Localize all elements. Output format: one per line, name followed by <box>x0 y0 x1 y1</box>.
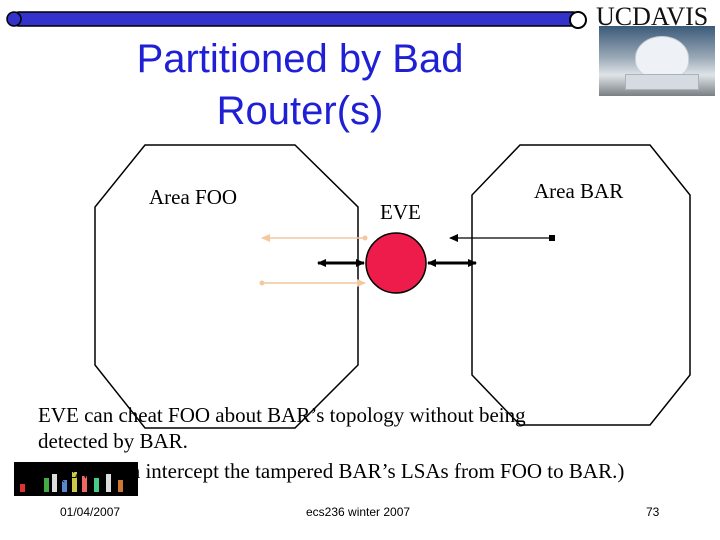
footer-date: 01/04/2007 <box>60 505 121 519</box>
sculpture-base <box>625 74 699 90</box>
area-bar-octagon <box>471 144 691 426</box>
eve-label: EVE <box>380 200 421 224</box>
eve-node <box>365 232 427 294</box>
campus-sculpture-photo <box>599 26 715 96</box>
scroll-right-curl <box>569 11 587 29</box>
area-foo-label: Area FOO <box>149 185 238 209</box>
footer-course: ecs236 winter 2007 <box>306 505 411 519</box>
body-text-line-1: EVE can cheat FOO about BAR’s topology w… <box>38 403 526 427</box>
scroll-left-curl <box>6 11 22 27</box>
tampered-arrow-1-origin <box>362 235 368 241</box>
tampered-arrow-2-origin <box>259 280 265 286</box>
header-scroll-decoration <box>6 11 587 29</box>
footer-page-number: 73 <box>646 505 660 519</box>
crowd-thumbnail-image <box>14 462 138 496</box>
slide-title-line-2: Router(s) <box>216 89 384 133</box>
bar-lsa-origin <box>549 235 555 241</box>
area-foo-octagon <box>94 144 359 429</box>
body-text-line-2: detected by BAR. <box>38 429 188 453</box>
area-bar-label: Area BAR <box>534 179 624 203</box>
slide-title-line-1: Partitioned by Bad <box>136 37 464 81</box>
body-text-line-3: (EVE can intercept the tampered BAR’s LS… <box>58 459 625 483</box>
